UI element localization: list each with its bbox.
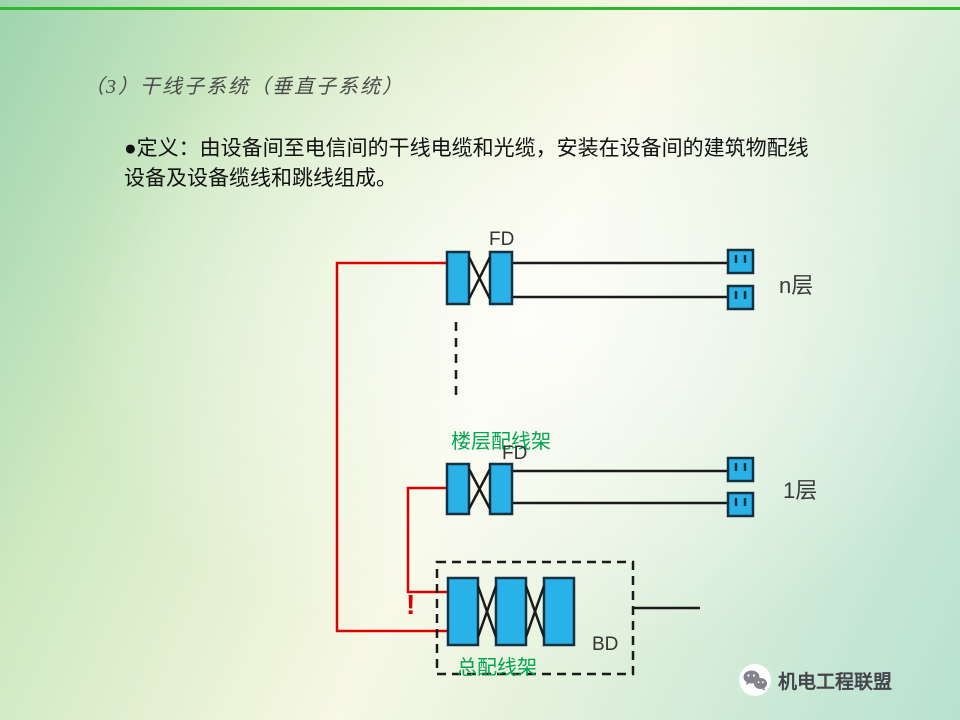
slide-title: （3）干线子系统（垂直子系统） <box>84 76 404 98</box>
fd-panel-floor1 <box>445 462 728 516</box>
patch-panel-block <box>488 250 514 306</box>
patch-panel-block <box>494 576 528 647</box>
bd-dashed-enclosure <box>435 560 635 676</box>
patch-panel-block <box>542 576 576 647</box>
cross-connect <box>467 468 492 510</box>
floor-n-label: n层 <box>779 273 814 298</box>
top-accent-line <box>0 7 960 10</box>
watermark: 机电工程联盟 <box>738 663 892 697</box>
outlet-floor1-1 <box>726 456 755 483</box>
cross-connect <box>467 256 492 300</box>
definition-text: ●定义：由设备间至电信间的干线电缆和光缆，安装在设备间的建筑物配线 设备及设备缆… <box>124 134 936 195</box>
floor-1-label: 1层 <box>783 478 818 503</box>
outlet-box <box>726 456 755 483</box>
definition-line-2: 设备及设备缆线和跳线组成。 <box>124 167 397 191</box>
patch-panel-block <box>488 462 514 516</box>
fd-top-label: FD <box>489 229 515 250</box>
watermark-text: 机电工程联盟 <box>778 671 893 693</box>
outlet-box <box>726 284 755 311</box>
bd-label: BD <box>592 634 619 655</box>
definition-line-1: ●定义：由设备间至电信间的干线电缆和光缆，安装在设备间的建筑物配线 <box>124 137 809 160</box>
patch-panel-block <box>446 576 480 647</box>
wechat-icon <box>739 664 771 696</box>
fd-panel-top <box>445 250 728 306</box>
exclamation-mark: ! <box>406 589 416 620</box>
patch-panel-block <box>445 462 471 516</box>
fd-mid-label: FD <box>502 443 528 464</box>
cross-connect <box>476 585 498 638</box>
main-distributor-label: 总配线架 <box>457 657 537 679</box>
outlet-box <box>726 248 755 275</box>
backbone-cable-floor1-run <box>406 486 450 594</box>
floor-distributor-label: 楼层配线架 <box>451 431 551 453</box>
outlet-top-1 <box>726 248 755 275</box>
backbone-cable-top-run <box>335 261 450 633</box>
outlet-top-2 <box>726 284 755 311</box>
patch-panel-block <box>445 250 471 306</box>
outlet-box <box>726 491 755 518</box>
bd-panel <box>446 576 700 647</box>
outlet-floor1-2 <box>726 491 755 518</box>
cross-connect <box>524 585 546 638</box>
